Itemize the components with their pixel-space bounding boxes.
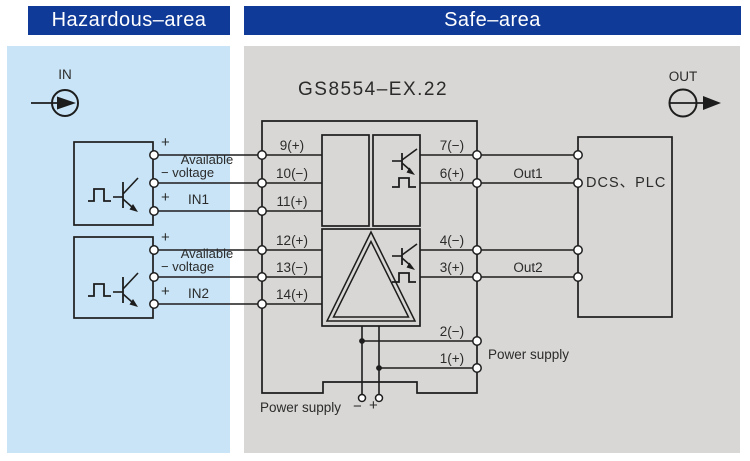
out-port-label: OUT bbox=[668, 69, 698, 84]
isolator-module bbox=[261, 120, 478, 395]
module-title: GS8554–EX.22 bbox=[298, 79, 449, 100]
pulse-signal-icon-1 bbox=[88, 188, 111, 202]
out-port-icon bbox=[668, 88, 721, 118]
header-safe-label: Safe–area bbox=[444, 9, 541, 31]
terminal-6: 6(+) bbox=[439, 166, 465, 181]
output-transistor-icon-1 bbox=[392, 148, 418, 188]
terminal-circles bbox=[149, 150, 583, 403]
pulse-signal-icon-2 bbox=[88, 283, 111, 297]
in1-voltage-label: − voltage bbox=[161, 165, 215, 180]
module-outline bbox=[261, 120, 478, 394]
out2-label: Out2 bbox=[513, 260, 543, 275]
power-internal-wires bbox=[361, 326, 380, 395]
input-wires bbox=[154, 154, 322, 305]
header-safe-area: Safe–area bbox=[244, 6, 741, 35]
terminal-3: 3(+) bbox=[439, 260, 465, 275]
power-minus-label: − bbox=[353, 398, 362, 415]
phototransistor-icon-1 bbox=[113, 177, 139, 212]
out1-label: Out1 bbox=[513, 166, 543, 181]
source-device-1 bbox=[73, 141, 154, 226]
isolation-amplifier-triangle bbox=[325, 230, 417, 322]
in2-available-label: Available bbox=[180, 246, 234, 261]
output-wires bbox=[420, 154, 578, 278]
terminal-11: 11(+) bbox=[276, 194, 308, 209]
power-wires bbox=[362, 340, 477, 369]
terminal-2: 2(−) bbox=[439, 324, 465, 339]
in1-plus-top-label: + bbox=[161, 134, 170, 151]
in-port-label: IN bbox=[58, 67, 72, 82]
in2-plus-top-label: + bbox=[161, 229, 170, 246]
junction-dots bbox=[359, 338, 382, 371]
in-port-icon bbox=[31, 89, 79, 117]
power-plus-label: + bbox=[369, 397, 378, 414]
output-stage-box-1 bbox=[372, 134, 421, 227]
dcs-plc-label: DCS、PLC bbox=[586, 175, 667, 191]
terminal-1: 1(+) bbox=[439, 351, 465, 366]
in2-plus-label: + bbox=[161, 283, 170, 300]
power-supply-bottom-label: Power supply bbox=[260, 400, 342, 415]
in2-name-label: IN2 bbox=[188, 286, 210, 301]
power-supply-right-label: Power supply bbox=[488, 347, 570, 362]
terminal-10: 10(−) bbox=[276, 166, 308, 181]
in1-plus-label: + bbox=[161, 189, 170, 206]
terminal-12: 12(+) bbox=[276, 233, 308, 248]
terminal-13: 13(−) bbox=[276, 260, 308, 275]
in1-name-label: IN1 bbox=[188, 192, 210, 207]
header-hazardous-label: Hazardous–area bbox=[51, 9, 207, 31]
in2-voltage-label: − voltage bbox=[161, 259, 215, 274]
input-stage-box bbox=[321, 134, 370, 227]
terminal-14: 14(+) bbox=[276, 287, 308, 302]
phototransistor-icon-2 bbox=[113, 272, 139, 307]
source-device-2 bbox=[73, 236, 154, 319]
header-hazardous-area: Hazardous–area bbox=[28, 6, 230, 35]
output-transistor-icon-2 bbox=[392, 243, 418, 283]
in1-available-label: Available bbox=[180, 152, 234, 167]
terminal-4: 4(−) bbox=[439, 233, 465, 248]
terminal-9: 9(+) bbox=[279, 138, 305, 153]
terminal-7: 7(−) bbox=[439, 138, 465, 153]
dcs-plc-box bbox=[577, 136, 673, 318]
